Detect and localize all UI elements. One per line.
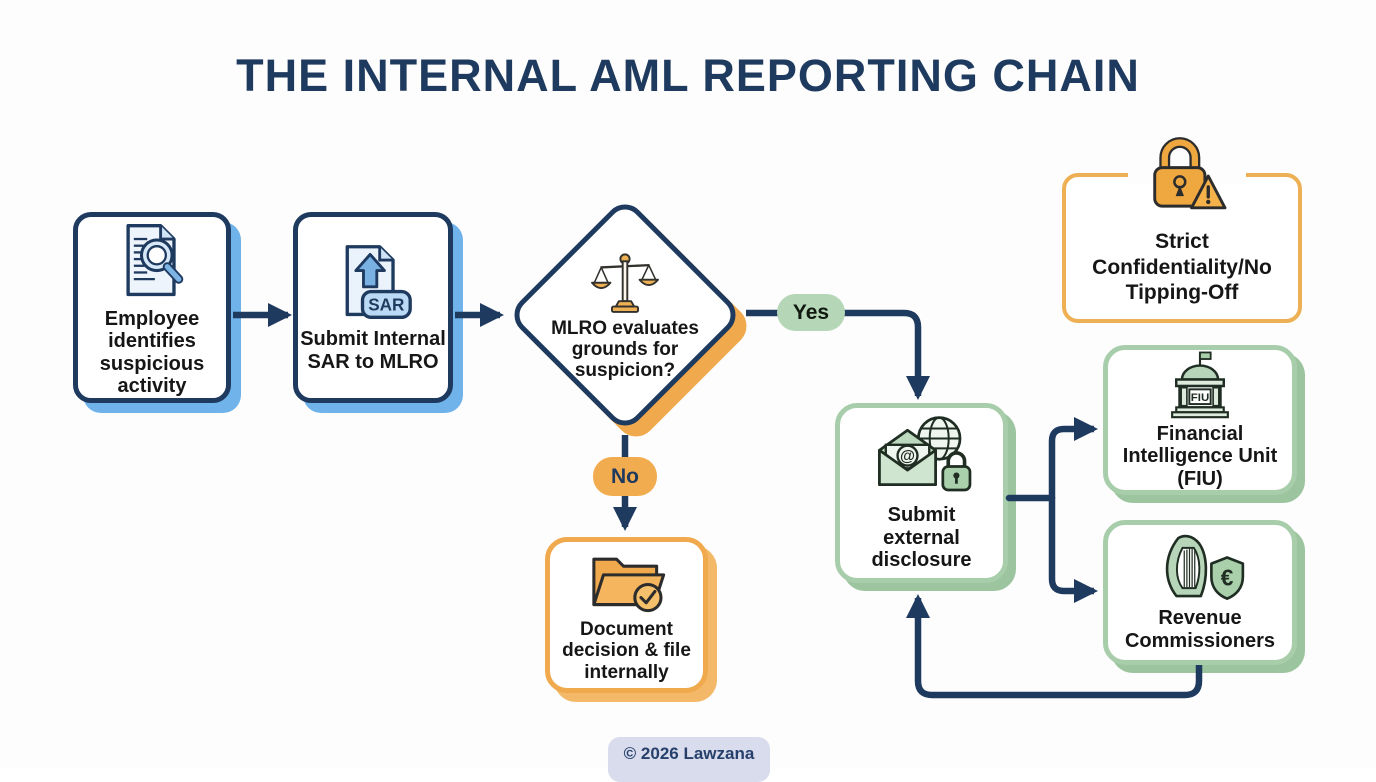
node-label: MLRO evaluates grounds for suspicion? xyxy=(551,317,699,382)
sar-upload-document-icon: SAR xyxy=(345,245,412,320)
page-title: THE INTERNAL AML REPORTING CHAIN xyxy=(236,50,1140,101)
sar-badge-text: SAR xyxy=(368,295,405,315)
node-label: Financial Intelligence Unit (FIU) xyxy=(1122,422,1278,490)
yes-label-pill: Yes xyxy=(777,294,845,331)
mail-globe-lock-icon: @ xyxy=(877,416,971,492)
document-magnifier-icon xyxy=(126,223,184,296)
arrow-disclosure-to-revenue xyxy=(1048,498,1098,603)
justice-scales-icon xyxy=(591,253,659,313)
euro-symbol: € xyxy=(1221,565,1234,591)
folder-check-icon xyxy=(591,557,665,613)
copyright-badge: © 2026 Lawzana xyxy=(608,737,770,782)
node-employee-identifies: Employee identifies suspicious activity xyxy=(73,212,231,403)
padlock-warning-icon xyxy=(1153,137,1227,210)
no-label-pill: No xyxy=(593,457,657,496)
arrow-disclosure-to-fiu xyxy=(1048,417,1098,498)
node-label: Submit Internal SAR to MLRO xyxy=(300,328,446,373)
node-label: Revenue Commissioners xyxy=(1124,607,1276,652)
harp-euro-shield-icon: € xyxy=(1165,534,1245,601)
node-mlro-decision: MLRO evaluates grounds for suspicion? xyxy=(506,196,755,445)
node-document-internally: Document decision & file internally xyxy=(545,537,708,693)
node-label: Submit external disclosure xyxy=(871,504,972,572)
fiu-sign-text: FIU xyxy=(1191,392,1209,404)
node-fiu: FIU Financial Intelligence Unit (FIU) xyxy=(1103,345,1297,495)
government-building-icon: FIU xyxy=(1171,351,1229,419)
node-revenue-commissioners: € Revenue Commissioners xyxy=(1103,520,1297,665)
node-label: Strict Confidentiality/No Tipping-Off xyxy=(1092,230,1272,304)
svg-text:@: @ xyxy=(900,448,915,465)
node-submit-external-disclosure: @ Submit external disclosure xyxy=(835,403,1008,583)
node-label: Document decision & file internally xyxy=(562,619,691,683)
node-submit-internal-sar: SAR Submit Internal SAR to MLRO xyxy=(293,212,453,403)
node-label: Employee identifies suspicious activity xyxy=(99,307,205,397)
